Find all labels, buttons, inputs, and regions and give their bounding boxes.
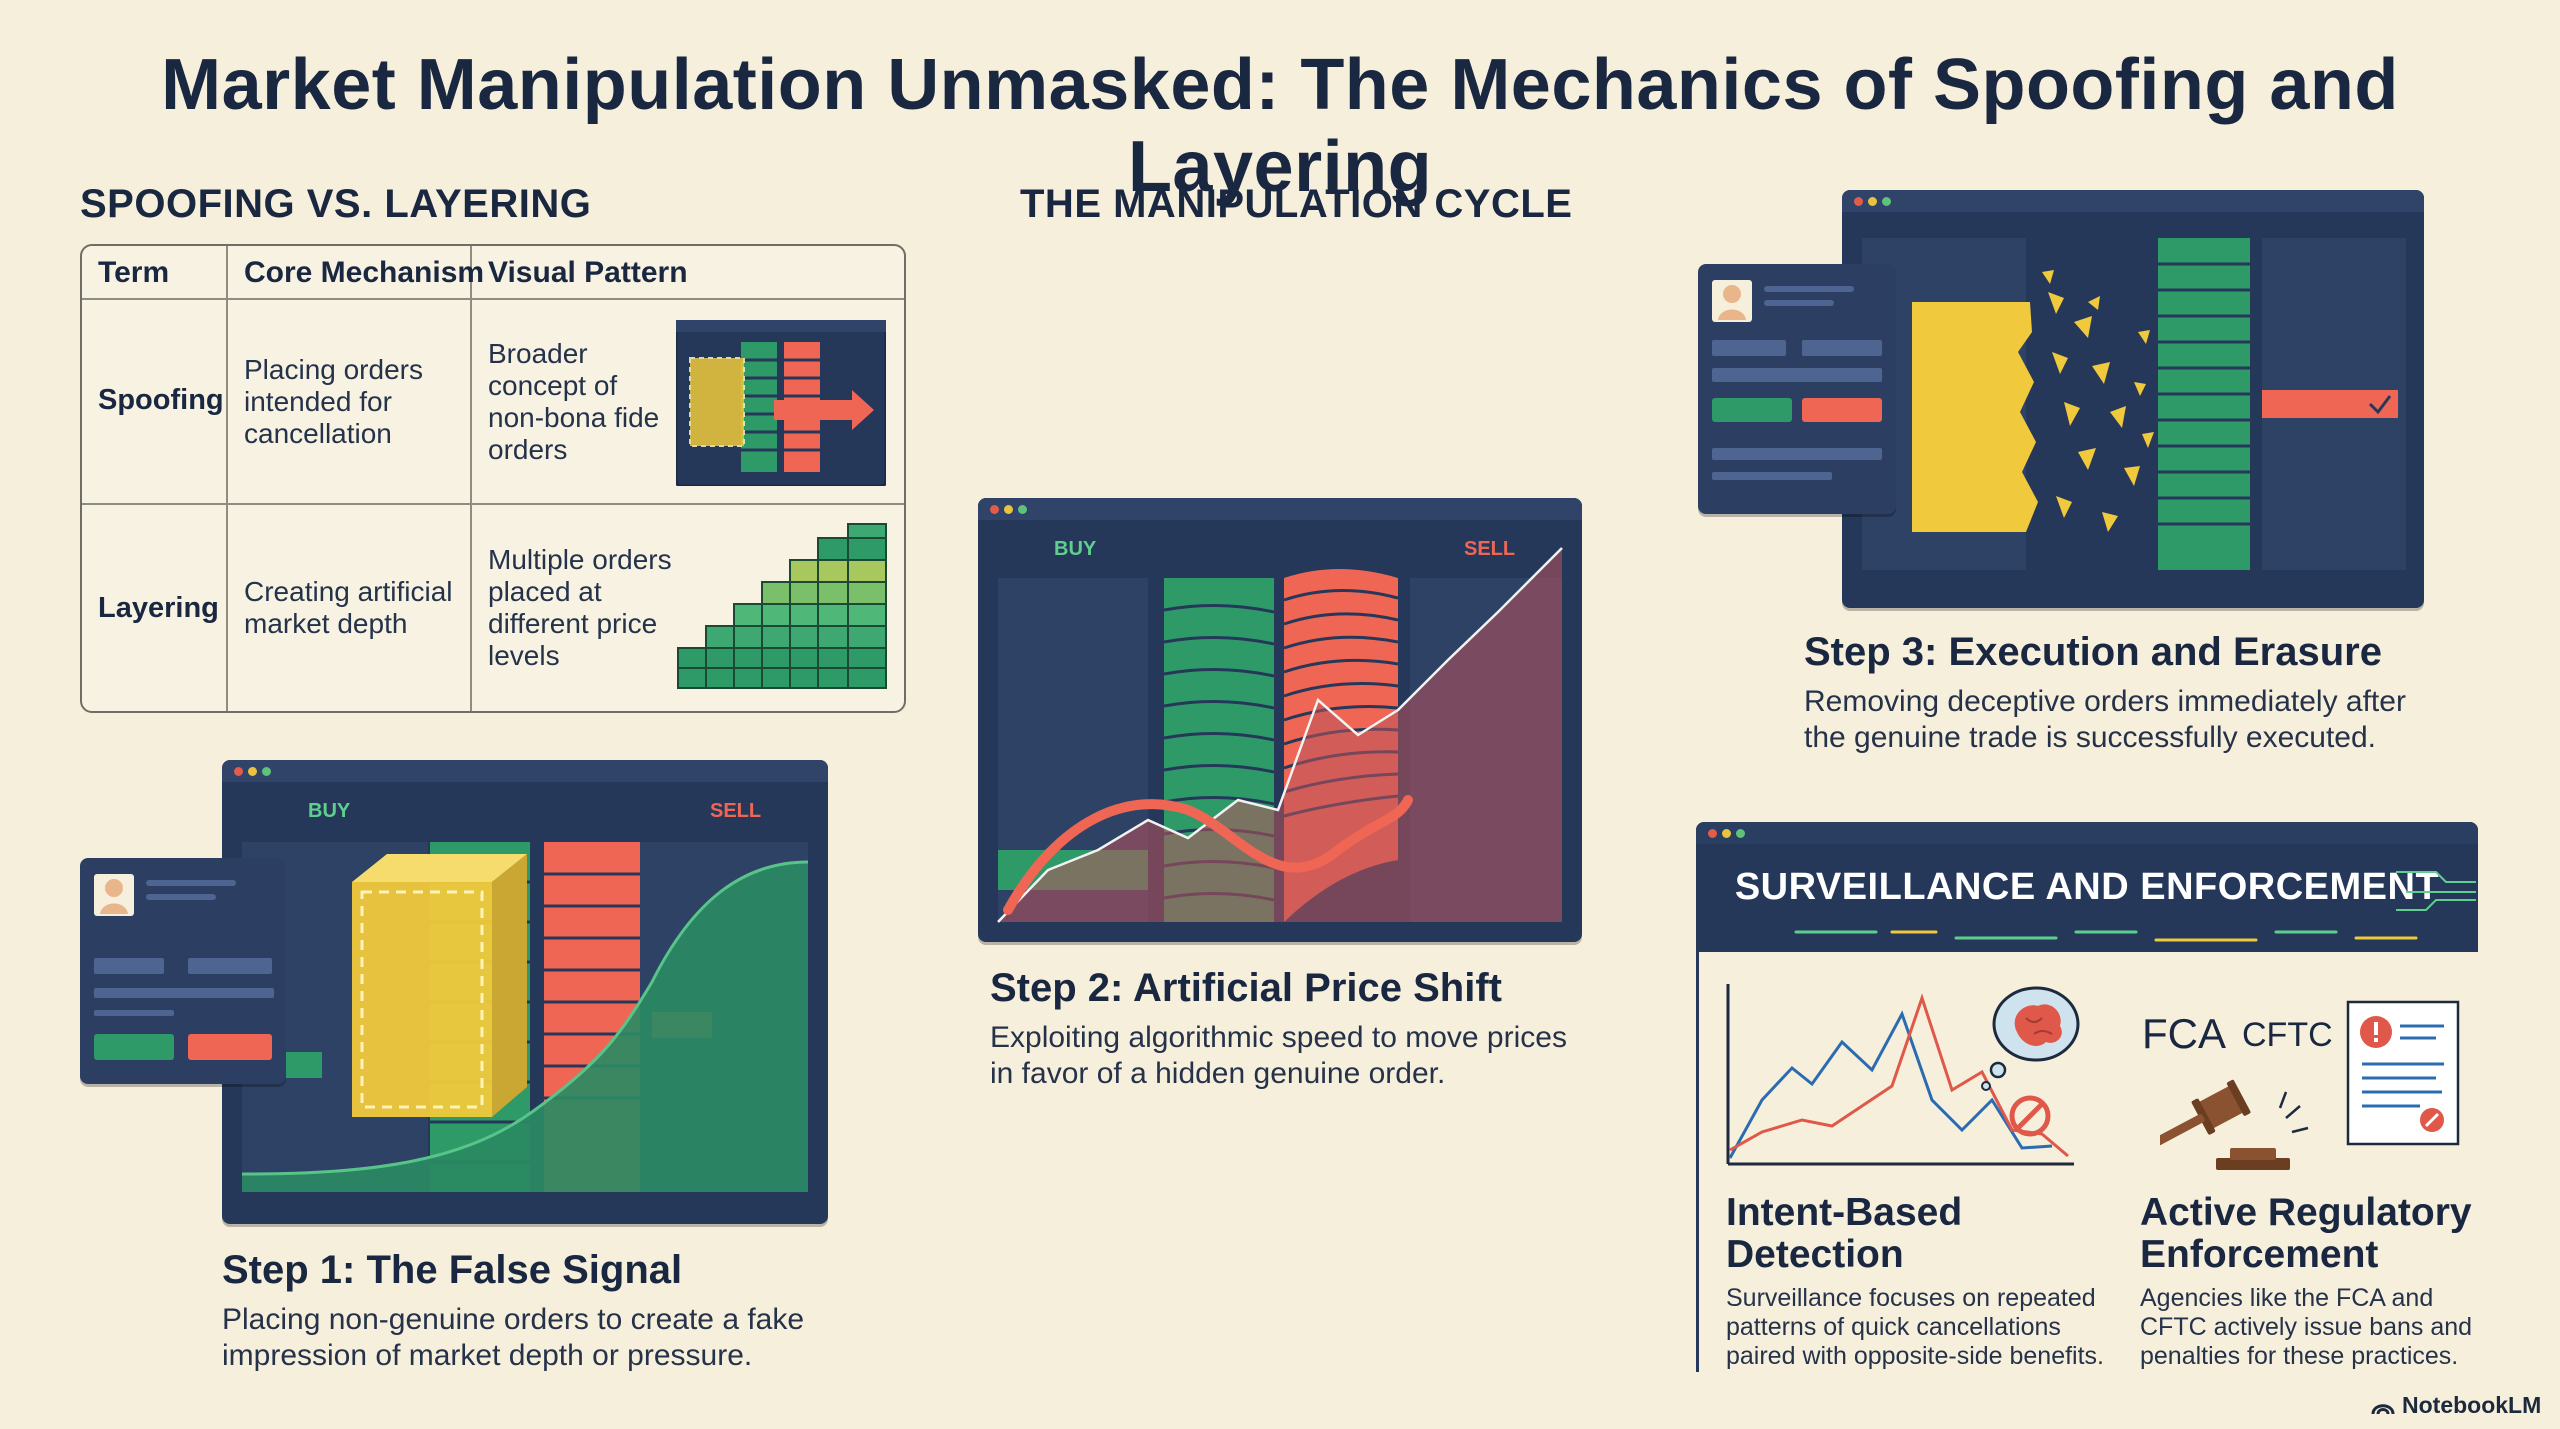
step2-title: Step 2: Artificial Price Shift: [990, 966, 1502, 1010]
cycle-heading: THE MANIPULATION CYCLE: [1020, 182, 1573, 226]
prohibited-icon: [2009, 1095, 2051, 1137]
term-layering: Layering: [98, 592, 219, 624]
agency-cftc: CFTC: [2242, 1016, 2333, 1054]
column-header-pattern: Visual Pattern: [488, 256, 688, 289]
detection-description: Surveillance focuses on repeated pattern…: [1726, 1284, 2105, 1370]
agency-fca: FCA: [2142, 1010, 2226, 1057]
mechanism-spoofing: Placing orders intended for cancellation: [244, 354, 423, 449]
spoofing-pattern-illustration: [676, 320, 886, 486]
pattern-spoofing: Broader concept of non-bona fide orders: [488, 338, 660, 465]
comparison-table: Term Core Mechanism Visual Pattern Spoof…: [80, 244, 906, 713]
step1-title: Step 1: The False Signal: [222, 1248, 683, 1292]
step3-title: Step 3: Execution and Erasure: [1804, 630, 2382, 674]
step2-chart: [997, 547, 1563, 923]
pattern-layering: Multiple orders placed at different pric…: [488, 544, 672, 671]
step3-chart: [1862, 238, 2406, 570]
enforcement-title: Active Regulatory Enforcement: [2140, 1191, 2472, 1276]
term-spoofing: Spoofing: [98, 384, 224, 416]
surveillance-heading: SURVEILLANCE AND ENFORCEMENT: [1734, 866, 2440, 908]
layering-staircase-illustration: [677, 523, 887, 689]
brand-label: NotebookLM: [2402, 1392, 2542, 1418]
step2-description: Exploiting algorithmic speed to move pri…: [990, 1021, 1567, 1090]
notebooklm-logo-icon: [2371, 1403, 2395, 1414]
step1-buy-label: BUY: [308, 800, 351, 822]
step1-sell-label: SELL: [710, 800, 762, 822]
gavel-icon: [2160, 1079, 2309, 1170]
step3-description: Removing deceptive orders immediately af…: [1804, 685, 2406, 754]
page-title: Market Manipulation Unmasked: The Mechan…: [161, 45, 2399, 207]
step2-buy-label: BUY: [1054, 538, 1097, 560]
step1-orderbook-window: BUY SELL: [222, 760, 828, 1224]
column-header-term: Term: [98, 256, 170, 289]
step2-orderbook-window: BUY SELL: [978, 498, 1582, 942]
column-header-mechanism: Core Mechanism: [244, 256, 485, 289]
penalty-document-icon: [2346, 1000, 2460, 1146]
notebooklm-watermark: NotebookLM: [2370, 1392, 2541, 1419]
surveillance-banner: SURVEILLANCE AND ENFORCEMENT: [1696, 822, 2478, 952]
enforcement-description: Agencies like the FCA and CFTC actively …: [2140, 1284, 2473, 1370]
step3-trader-panel: [1698, 264, 1896, 514]
step3-orderbook-window: [1842, 190, 2424, 608]
step2-sell-label: SELL: [1464, 538, 1516, 560]
comparison-heading: SPOOFING VS. LAYERING: [80, 182, 592, 226]
step1-chart: [241, 842, 809, 1192]
step1-trader-panel: [80, 858, 286, 1084]
mechanism-layering: Creating artificial market depth: [244, 576, 453, 639]
brain-thought-icon: [1981, 986, 2080, 1091]
step1-description: Placing non-genuine orders to create a f…: [222, 1303, 805, 1372]
detection-title: Intent-Based Detection: [1726, 1191, 1963, 1276]
